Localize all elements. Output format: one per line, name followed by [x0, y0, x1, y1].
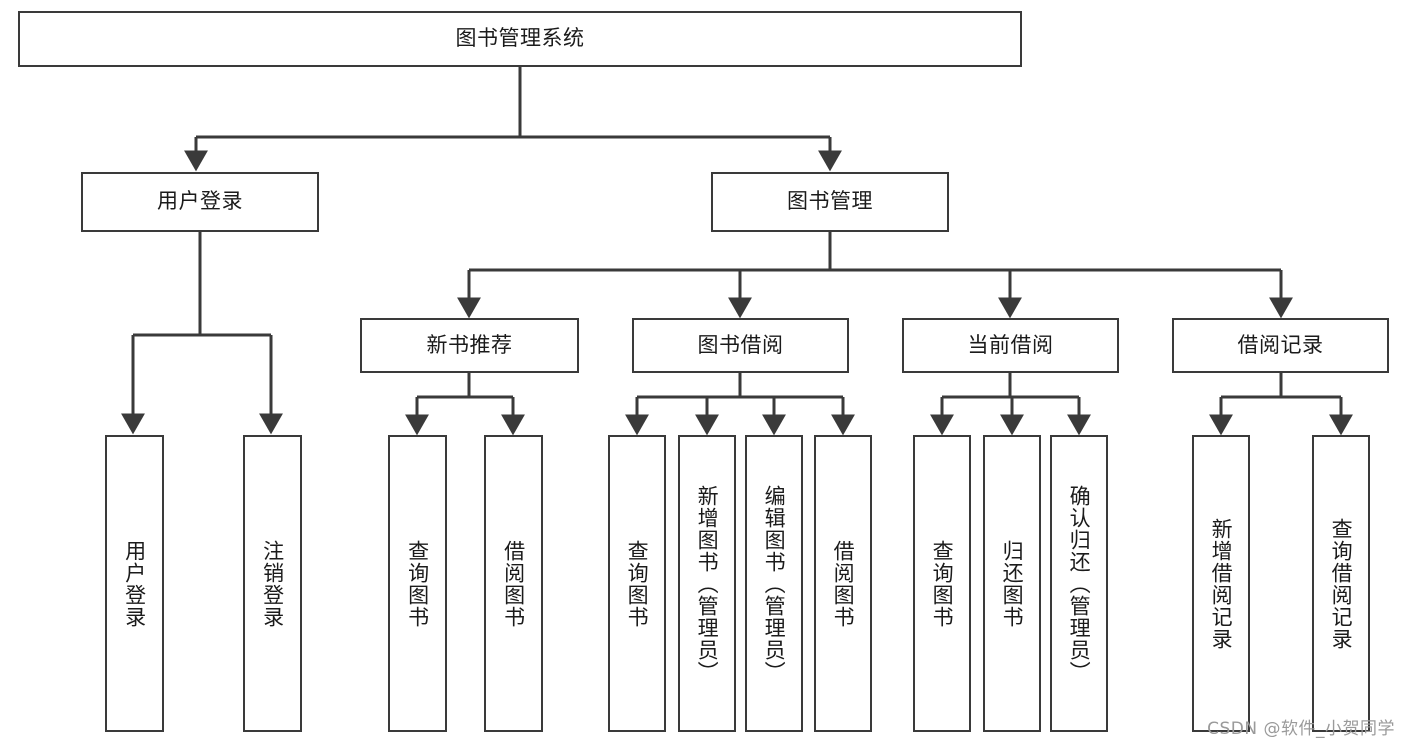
- leaf-query-book-recommend-label: 查询图书: [405, 539, 430, 628]
- leaf-confirm-return-admin[interactable]: 确认归还（管理员）: [1050, 435, 1108, 732]
- leaf-logout[interactable]: 注销登录: [243, 435, 302, 732]
- leaf-query-book-recommend[interactable]: 查询图书: [388, 435, 447, 732]
- node-borrow-record-label: 借阅记录: [1237, 332, 1324, 357]
- leaf-query-book-current-label: 查询图书: [930, 539, 955, 628]
- leaf-confirm-return-admin-label: 确认归还（管理员）: [1067, 484, 1092, 683]
- leaf-return-book[interactable]: 归还图书: [983, 435, 1041, 732]
- leaf-add-borrow-record-label: 新增借阅记录: [1209, 517, 1234, 650]
- node-user-login-label: 用户登录: [157, 189, 243, 214]
- leaf-user-login-label: 用户登录: [122, 539, 147, 628]
- leaf-logout-label: 注销登录: [260, 539, 285, 628]
- node-root-label: 图书管理系统: [455, 26, 585, 51]
- leaf-add-book-admin[interactable]: 新增图书（管理员）: [678, 435, 736, 732]
- node-new-book-recommend-label: 新书推荐: [426, 332, 513, 357]
- leaf-query-borrow-record[interactable]: 查询借阅记录: [1312, 435, 1370, 732]
- leaf-borrow-book-recommend[interactable]: 借阅图书: [484, 435, 543, 732]
- node-book-borrow-label: 图书借阅: [697, 332, 784, 357]
- leaf-query-book-current[interactable]: 查询图书: [913, 435, 971, 732]
- leaf-edit-book-admin[interactable]: 编辑图书（管理员）: [745, 435, 803, 732]
- leaf-borrow-book[interactable]: 借阅图书: [814, 435, 872, 732]
- leaf-add-book-admin-label: 新增图书（管理员）: [695, 484, 720, 683]
- node-book-management-label: 图书管理: [787, 189, 873, 214]
- leaf-edit-book-admin-label: 编辑图书（管理员）: [762, 484, 787, 683]
- leaf-user-login[interactable]: 用户登录: [105, 435, 164, 732]
- leaf-borrow-book-label: 借阅图书: [831, 539, 856, 628]
- node-user-login[interactable]: 用户登录: [81, 172, 319, 232]
- node-new-book-recommend[interactable]: 新书推荐: [360, 318, 579, 373]
- node-current-borrow[interactable]: 当前借阅: [902, 318, 1119, 373]
- leaf-return-book-label: 归还图书: [1000, 539, 1025, 628]
- leaf-borrow-book-recommend-label: 借阅图书: [501, 539, 526, 628]
- node-current-borrow-label: 当前借阅: [967, 332, 1054, 357]
- node-book-borrow[interactable]: 图书借阅: [632, 318, 849, 373]
- watermark: CSDN @软件_小贺同学: [1207, 719, 1395, 739]
- node-root[interactable]: 图书管理系统: [18, 11, 1022, 67]
- leaf-add-borrow-record[interactable]: 新增借阅记录: [1192, 435, 1250, 732]
- leaf-query-book-borrow[interactable]: 查询图书: [608, 435, 666, 732]
- node-book-management[interactable]: 图书管理: [711, 172, 949, 232]
- leaf-query-borrow-record-label: 查询借阅记录: [1329, 517, 1354, 650]
- node-borrow-record[interactable]: 借阅记录: [1172, 318, 1389, 373]
- leaf-query-book-borrow-label: 查询图书: [625, 539, 650, 628]
